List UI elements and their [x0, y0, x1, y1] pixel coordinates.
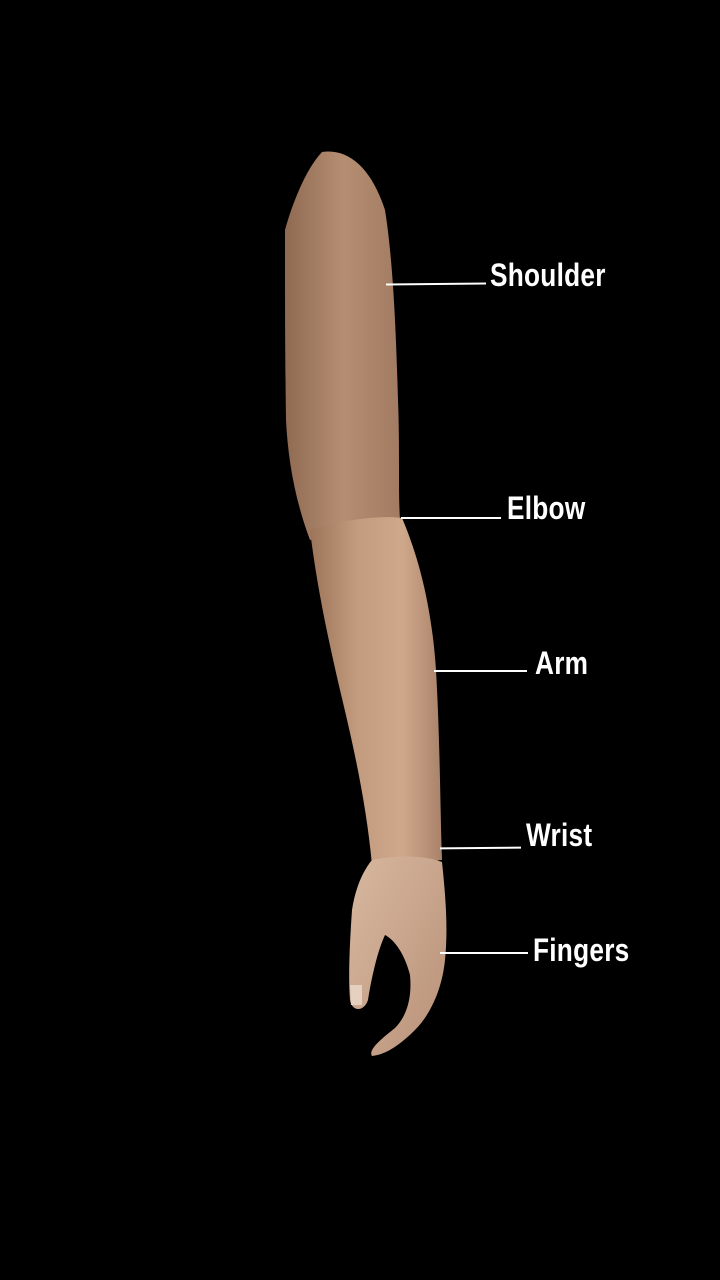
wrist-label: Wrist	[526, 817, 593, 853]
elbow-leader-line	[401, 517, 501, 519]
shoulder-label: Shoulder	[490, 257, 606, 293]
hand-shape	[349, 856, 447, 1056]
fingers-label: Fingers	[533, 932, 630, 968]
forearm-shape	[310, 517, 442, 865]
upper-arm-shape	[285, 151, 400, 540]
arm-label: Arm	[535, 645, 589, 681]
arm-leader-line	[434, 670, 527, 672]
thumbnail-shape	[350, 985, 362, 1005]
fingers-leader-line	[440, 952, 528, 954]
elbow-label: Elbow	[507, 490, 586, 526]
